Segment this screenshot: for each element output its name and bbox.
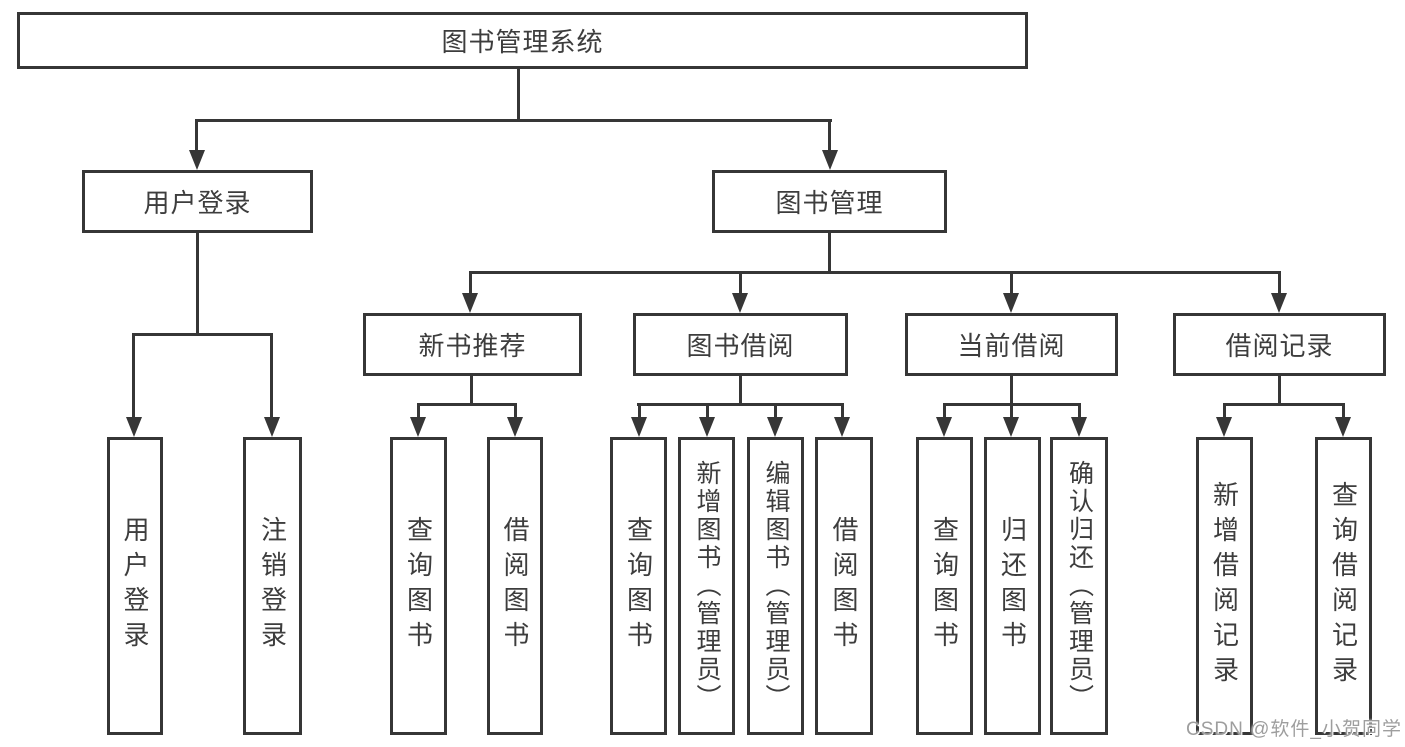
node-borrow-records: 借阅记录	[1173, 313, 1386, 376]
connector-to-cb-return	[1010, 403, 1013, 421]
node-bb-add-label: 新增图书（管理员）	[693, 460, 721, 712]
connector-to-bb-query	[638, 403, 641, 421]
connector-to-bb-borrow	[841, 403, 844, 421]
arrowhead-to-nb-borrow	[507, 417, 523, 437]
connector-to-book-borrow	[739, 271, 742, 295]
connector-borrow-records-stem	[1278, 374, 1281, 406]
connector-book-borrow-branch	[637, 403, 844, 406]
watermark: CSDN @软件_小贺同学	[1186, 719, 1402, 740]
connector-borrow-records-branch	[1223, 403, 1344, 406]
node-book-mgmt: 图书管理	[712, 170, 947, 233]
node-current-borrow: 当前借阅	[905, 313, 1118, 376]
connector-book-borrow-stem	[739, 374, 742, 406]
node-user-login-label: 用户登录	[143, 188, 252, 218]
node-cb-confirm: 确认归还（管理员）	[1050, 437, 1108, 735]
connector-to-borrow-records	[1278, 271, 1281, 295]
node-bb-add: 新增图书（管理员）	[678, 437, 735, 735]
arrowhead-to-current-borrow	[1003, 293, 1019, 313]
node-user-login: 用户登录	[82, 170, 313, 233]
node-nb-query: 查询图书	[390, 437, 447, 735]
arrowhead-to-bb-edit	[767, 417, 783, 437]
connector-user-login-stem	[196, 232, 199, 336]
node-ul-logout-label: 注销登录	[257, 516, 288, 656]
connector-to-cb-query	[943, 403, 946, 421]
node-cb-confirm-label: 确认归还（管理员）	[1065, 460, 1094, 712]
node-ul-logout: 注销登录	[243, 437, 302, 735]
arrowhead-to-ul-user-login	[126, 417, 142, 437]
connector-root-stem	[517, 68, 520, 121]
arrowhead-to-borrow-records	[1271, 293, 1287, 313]
node-new-book-rec-label: 新书推荐	[418, 331, 527, 361]
node-cb-query-label: 查询图书	[929, 516, 960, 656]
node-bb-borrow: 借阅图书	[815, 437, 873, 735]
connector-to-user-login	[195, 119, 198, 153]
arrowhead-to-nb-query	[410, 417, 426, 437]
arrowhead-to-new-book-rec	[462, 293, 478, 313]
node-nb-borrow-label: 借阅图书	[500, 516, 530, 656]
node-borrow-records-label: 借阅记录	[1225, 331, 1334, 361]
connector-to-br-add	[1223, 403, 1226, 421]
connector-to-nb-borrow	[514, 403, 517, 421]
node-new-book-rec: 新书推荐	[363, 313, 582, 376]
connector-to-ul-user-login	[132, 333, 135, 419]
node-cb-return-label: 归还图书	[997, 516, 1028, 656]
node-br-query-label: 查询借阅记录	[1328, 481, 1359, 691]
node-bb-edit: 编辑图书（管理员）	[747, 437, 804, 735]
connector-to-bb-edit	[774, 403, 777, 421]
arrowhead-to-bb-query	[631, 417, 647, 437]
connector-new-book-rec-stem	[470, 374, 473, 406]
node-br-add: 新增借阅记录	[1196, 437, 1253, 735]
connector-book-mgmt-stem	[828, 231, 831, 273]
node-bb-query: 查询图书	[610, 437, 667, 735]
connector-root-branch	[196, 119, 832, 122]
connector-to-nb-query	[417, 403, 420, 421]
connector-user-login-branch	[133, 333, 273, 336]
connector-to-br-query	[1342, 403, 1345, 421]
connector-book-mgmt-branch	[470, 271, 1280, 274]
arrowhead-to-book-borrow	[732, 293, 748, 313]
arrowhead-to-cb-return	[1003, 417, 1019, 437]
node-cb-return: 归还图书	[984, 437, 1041, 735]
arrowhead-to-cb-confirm	[1071, 417, 1087, 437]
node-br-query: 查询借阅记录	[1315, 437, 1372, 735]
arrowhead-to-user-login	[189, 150, 205, 170]
arrowhead-to-ul-logout	[264, 417, 280, 437]
connector-to-cb-confirm	[1078, 403, 1081, 421]
arrowhead-to-br-add	[1216, 417, 1232, 437]
node-book-mgmt-label: 图书管理	[775, 188, 884, 218]
node-nb-borrow: 借阅图书	[487, 437, 543, 735]
connector-to-new-book-rec	[469, 271, 472, 295]
node-root: 图书管理系统	[17, 12, 1028, 69]
arrowhead-to-bb-borrow	[834, 417, 850, 437]
connector-to-current-borrow	[1010, 271, 1013, 295]
node-cb-query: 查询图书	[916, 437, 973, 735]
connector-to-book-mgmt	[828, 119, 831, 153]
arrowhead-to-br-query	[1335, 417, 1351, 437]
node-br-add-label: 新增借阅记录	[1209, 481, 1240, 691]
node-nb-query-label: 查询图书	[403, 516, 434, 656]
arrowhead-to-book-mgmt	[822, 150, 838, 170]
arrowhead-to-cb-query	[936, 417, 952, 437]
connector-to-ul-logout	[270, 333, 273, 419]
connector-current-borrow-stem	[1010, 374, 1013, 406]
node-book-borrow: 图书借阅	[633, 313, 848, 376]
connector-to-bb-add	[706, 403, 709, 421]
node-bb-borrow-label: 借阅图书	[829, 516, 859, 656]
node-bb-edit-label: 编辑图书（管理员）	[762, 460, 790, 712]
node-root-label: 图书管理系统	[441, 27, 604, 57]
connector-new-book-rec-branch	[417, 403, 517, 406]
node-ul-user-login-label: 用户登录	[120, 516, 150, 656]
node-book-borrow-label: 图书借阅	[686, 331, 795, 361]
arrowhead-to-bb-add	[699, 417, 715, 437]
node-ul-user-login: 用户登录	[107, 437, 163, 735]
node-bb-query-label: 查询图书	[623, 516, 654, 656]
node-current-borrow-label: 当前借阅	[957, 331, 1066, 361]
